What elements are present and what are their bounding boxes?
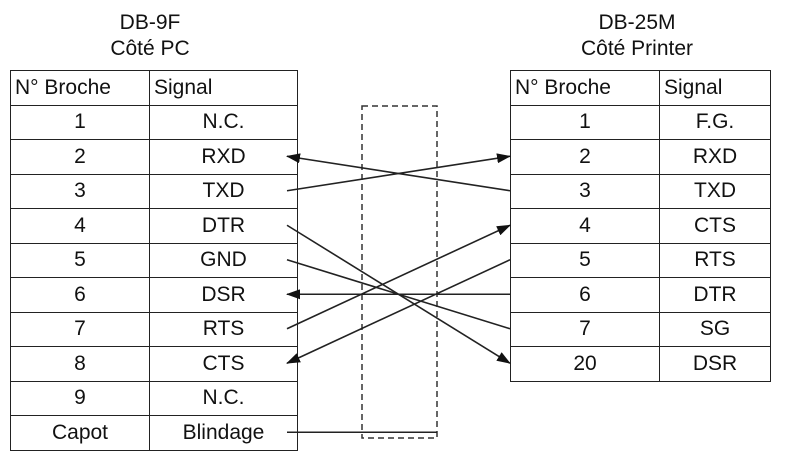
pin-number-cell: 8 <box>10 346 150 382</box>
signal-cell: SG <box>659 311 771 347</box>
right-connector-subtitle: Côté Printer <box>580 37 694 60</box>
signal-header: Signal <box>659 70 771 106</box>
pin-number-cell: 4 <box>510 208 660 244</box>
left-connector-subtitle: Côté PC <box>110 37 190 60</box>
wire-connection <box>286 259 511 364</box>
signal-cell: DSR <box>149 277 298 313</box>
signal-cell: RXD <box>659 139 771 175</box>
table-header-row: N° Broche Signal <box>510 70 771 106</box>
pin-number-cell: 6 <box>510 277 660 313</box>
pin-number-cell: Capot <box>10 415 150 451</box>
signal-cell: TXD <box>149 173 298 209</box>
pin-number-cell: 2 <box>510 139 660 175</box>
pin-number-cell: 20 <box>510 346 660 382</box>
signal-cell: RTS <box>659 242 771 278</box>
pin-number-cell: 9 <box>10 380 150 416</box>
pin-number-header: N° Broche <box>510 70 660 106</box>
pin-number-cell: 6 <box>10 277 150 313</box>
left-connector-title: DB-9F <box>119 11 181 34</box>
pin-number-cell: 1 <box>10 104 150 140</box>
signal-cell: CTS <box>659 208 771 244</box>
signal-cell: DSR <box>659 346 771 382</box>
signal-cell: Blindage <box>149 415 298 451</box>
signal-cell: RXD <box>149 139 298 175</box>
cable-shield-box <box>361 105 438 439</box>
right-connector-title: DB-25M <box>598 11 676 34</box>
pin-number-header: N° Broche <box>10 70 150 106</box>
signal-cell: CTS <box>149 346 298 382</box>
pin-number-cell: 7 <box>510 311 660 347</box>
signal-cell: GND <box>149 242 298 278</box>
signal-cell: F.G. <box>659 104 771 140</box>
pin-number-cell: 5 <box>10 242 150 278</box>
signal-cell: N.C. <box>149 104 298 140</box>
pin-number-cell: 4 <box>10 208 150 244</box>
wire-connection <box>286 224 511 330</box>
pin-number-cell: 1 <box>510 104 660 140</box>
wire-connection <box>286 153 511 192</box>
